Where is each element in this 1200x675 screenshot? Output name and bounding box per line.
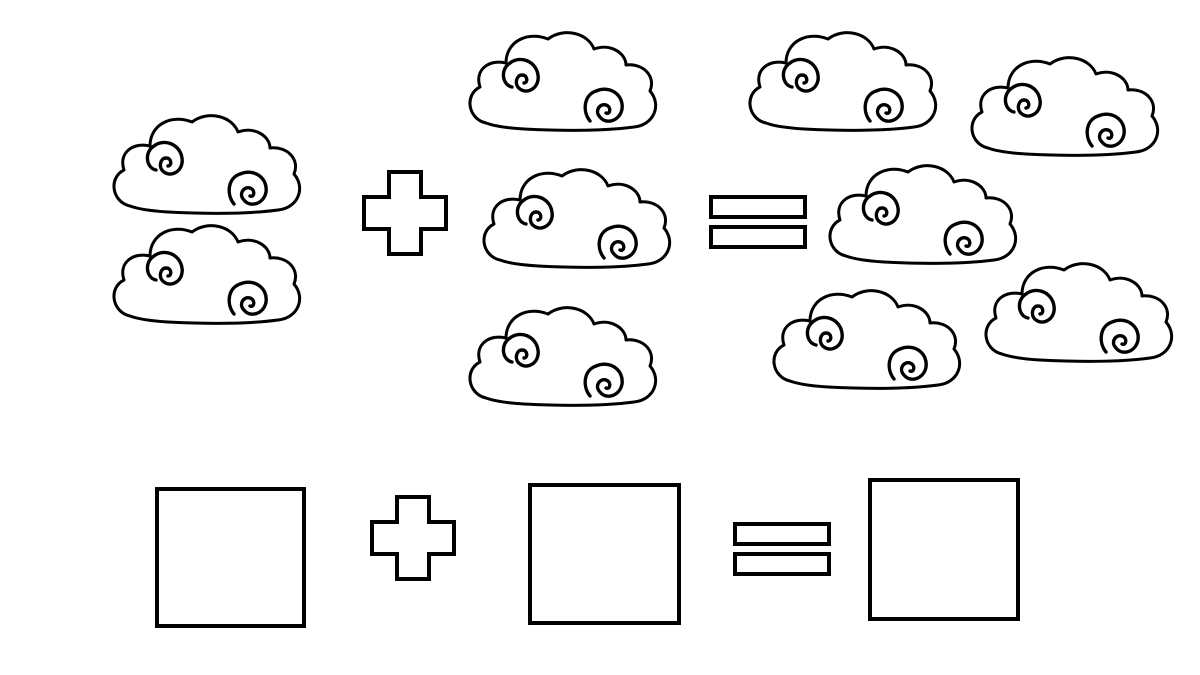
plus-icon bbox=[360, 168, 450, 258]
addend-2-answer-box[interactable] bbox=[528, 483, 681, 625]
addend-1-answer-box[interactable] bbox=[155, 487, 306, 628]
equals-icon bbox=[732, 521, 832, 577]
swirl-cloud-icon bbox=[464, 25, 664, 140]
equals-icon bbox=[708, 194, 808, 250]
swirl-cloud-icon bbox=[966, 50, 1166, 165]
swirl-cloud-icon bbox=[464, 300, 664, 415]
plus-icon bbox=[368, 493, 458, 583]
swirl-cloud-icon bbox=[478, 162, 678, 277]
sum-answer-box[interactable] bbox=[868, 478, 1020, 621]
swirl-cloud-icon bbox=[768, 283, 968, 398]
swirl-cloud-icon bbox=[980, 256, 1180, 371]
swirl-cloud-icon bbox=[108, 218, 308, 333]
swirl-cloud-icon bbox=[744, 25, 944, 140]
swirl-cloud-icon bbox=[108, 108, 308, 223]
